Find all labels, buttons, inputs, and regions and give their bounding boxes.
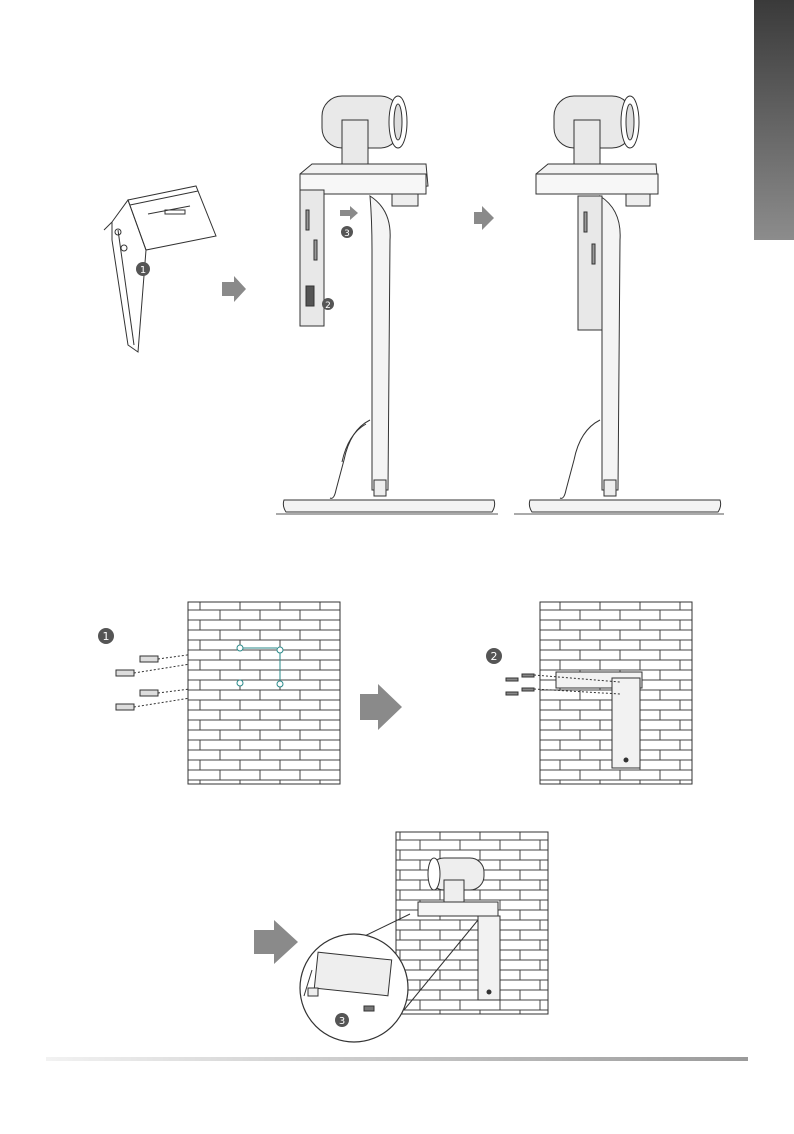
wall-anchor-icon: [116, 656, 158, 710]
top-illustration: 1 3 2: [0, 0, 794, 540]
svg-text:2: 2: [491, 650, 498, 663]
camera-stand: [514, 96, 724, 514]
svg-text:1: 1: [103, 630, 110, 643]
right-arrow-icon: [474, 206, 494, 230]
camera-stand: [276, 96, 498, 514]
footer-rule: [46, 1057, 748, 1061]
screw-icon: [506, 674, 534, 695]
final-mount-illustration: 3: [0, 820, 794, 1050]
right-arrow-icon: [360, 684, 402, 730]
right-arrow-icon: [254, 920, 298, 964]
step-badge: 3 2: [322, 226, 353, 311]
svg-text:3: 3: [344, 229, 350, 239]
right-arrow-icon: [340, 206, 358, 220]
svg-text:2: 2: [325, 301, 331, 311]
step-badge: 1: [136, 262, 150, 276]
wall-mount-illustration: 1 2: [0, 590, 794, 800]
step-badge: 1: [98, 628, 114, 644]
screw-icon: [364, 1006, 374, 1011]
bracket-icon: [104, 186, 216, 352]
brick-wall: [188, 602, 340, 784]
step-number: 3: [339, 1016, 345, 1027]
step-badge: 2: [486, 648, 502, 664]
step-number: 1: [140, 265, 146, 276]
right-arrow-icon: [222, 276, 246, 302]
